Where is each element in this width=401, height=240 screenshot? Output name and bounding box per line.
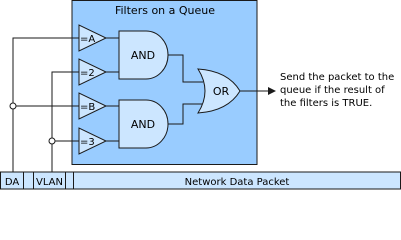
filter-a-comparator — [78, 24, 108, 52]
filters-title: Filters on a Queue — [115, 4, 215, 17]
filter-a-label: =A — [80, 34, 95, 45]
queue-filter-diagram: Filters on a Queue DA VLAN Network Data … — [0, 0, 401, 190]
result-text-line-2: queue if the result of — [280, 85, 385, 96]
filter-3-label: =3 — [80, 137, 95, 148]
output-arrowhead — [268, 87, 276, 95]
result-text-line-1: Send the packet to the — [280, 72, 394, 83]
filter-b-comparator — [78, 92, 108, 120]
and-gate-bottom — [118, 99, 169, 149]
junction-dot — [48, 137, 56, 145]
packet-vlan-label: VLAN — [36, 177, 63, 188]
filter-2-label: =2 — [80, 68, 95, 79]
filter-b-label: =B — [80, 102, 95, 113]
and-gate-top — [118, 30, 169, 80]
packet-da-label: DA — [5, 177, 20, 188]
junction-dot — [9, 102, 17, 110]
wires — [12, 37, 272, 172]
packet-payload-label: Network Data Packet — [185, 177, 290, 188]
and-gate-bottom-label: AND — [131, 118, 155, 131]
filter-3-comparator — [78, 127, 108, 155]
packet-gap-2 — [65, 171, 74, 190]
packet-gap-1 — [23, 171, 34, 190]
filter-2-comparator — [78, 58, 108, 86]
result-text-line-3: the filters is TRUE. — [280, 98, 372, 109]
or-gate — [197, 68, 241, 114]
and-gate-top-label: AND — [131, 49, 155, 62]
or-gate-label: OR — [213, 85, 230, 98]
